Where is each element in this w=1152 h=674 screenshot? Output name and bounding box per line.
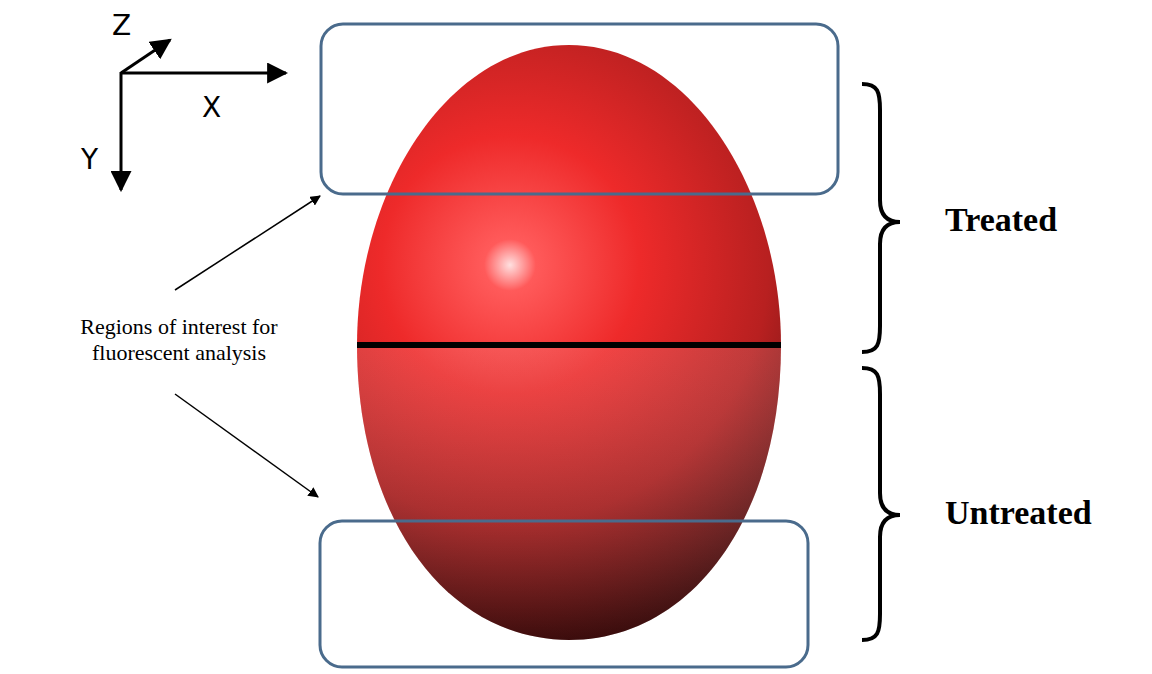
- axis-label: X: [202, 92, 221, 124]
- leader-arrow: [175, 394, 318, 497]
- region-box: [321, 24, 838, 194]
- group-label: Untreated: [945, 493, 1092, 532]
- region-box: [320, 521, 808, 667]
- axis-label: Z: [112, 10, 131, 42]
- x-axis: [121, 72, 286, 75]
- egg-shape: [357, 45, 781, 640]
- axis-label: Y: [81, 144, 98, 176]
- z-axis: [121, 40, 170, 73]
- leader-arrow: [175, 196, 320, 290]
- divider-line: [357, 342, 781, 348]
- egg-lower-shade: [357, 345, 781, 640]
- y-axis: [120, 72, 123, 190]
- annotation-note: Regions of interest for fluorescent anal…: [58, 314, 300, 367]
- curly-bracket: [862, 84, 900, 352]
- curly-bracket: [862, 368, 900, 640]
- group-label: Treated: [945, 200, 1057, 239]
